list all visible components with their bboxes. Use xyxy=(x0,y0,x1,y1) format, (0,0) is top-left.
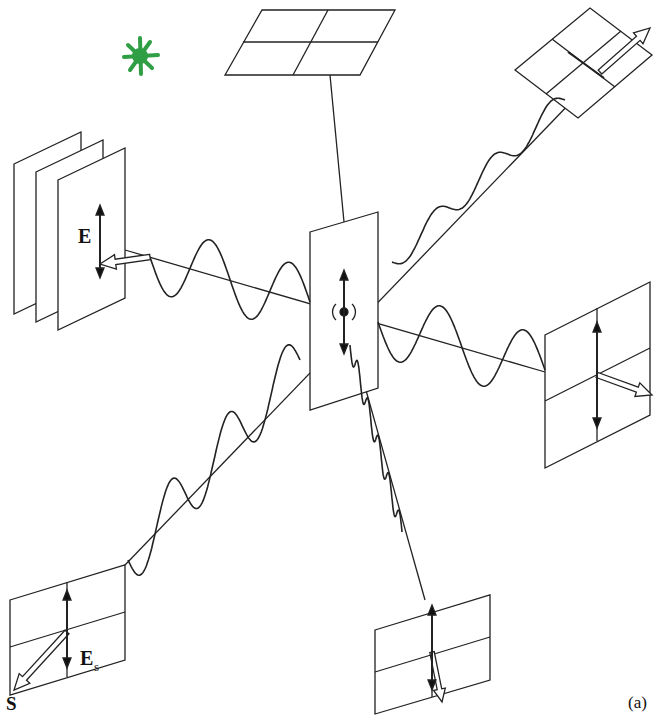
field-arrow xyxy=(431,611,433,684)
green-mark xyxy=(124,38,158,74)
wave xyxy=(392,98,565,263)
hollow-arrow xyxy=(596,373,652,397)
vector-label: S xyxy=(6,694,17,713)
arrowhead xyxy=(96,205,104,215)
plane xyxy=(10,565,125,695)
field-label: E xyxy=(80,648,93,668)
wave xyxy=(128,345,300,575)
field-arrow xyxy=(596,328,598,422)
arrowhead xyxy=(63,658,71,668)
arrowhead xyxy=(428,605,436,615)
wave xyxy=(378,306,545,386)
plane xyxy=(515,8,652,118)
field-arrow xyxy=(99,211,101,272)
field-arrow xyxy=(66,596,68,662)
arrowhead xyxy=(96,268,104,278)
arrowhead xyxy=(63,590,71,600)
arrowhead xyxy=(593,322,601,332)
wave xyxy=(350,345,402,532)
field-arrow xyxy=(343,276,345,348)
plane xyxy=(225,10,395,75)
subscript: s xyxy=(94,660,99,673)
plane xyxy=(375,595,490,714)
axis-line xyxy=(125,72,600,565)
arrowhead xyxy=(340,270,348,280)
hollow-arrow xyxy=(598,28,650,74)
hollow-arrow xyxy=(14,630,69,690)
field-label: E xyxy=(78,226,91,246)
plane xyxy=(310,212,378,410)
wave xyxy=(150,240,310,320)
figure-label: (a) xyxy=(628,694,647,711)
stalk xyxy=(330,75,344,222)
plane xyxy=(545,282,650,468)
arrowhead xyxy=(593,418,601,428)
hollow-arrow xyxy=(100,254,150,269)
arrowhead xyxy=(428,680,436,690)
arrowhead xyxy=(340,344,348,354)
plane-stack xyxy=(14,132,125,330)
field-arrow xyxy=(568,52,604,78)
